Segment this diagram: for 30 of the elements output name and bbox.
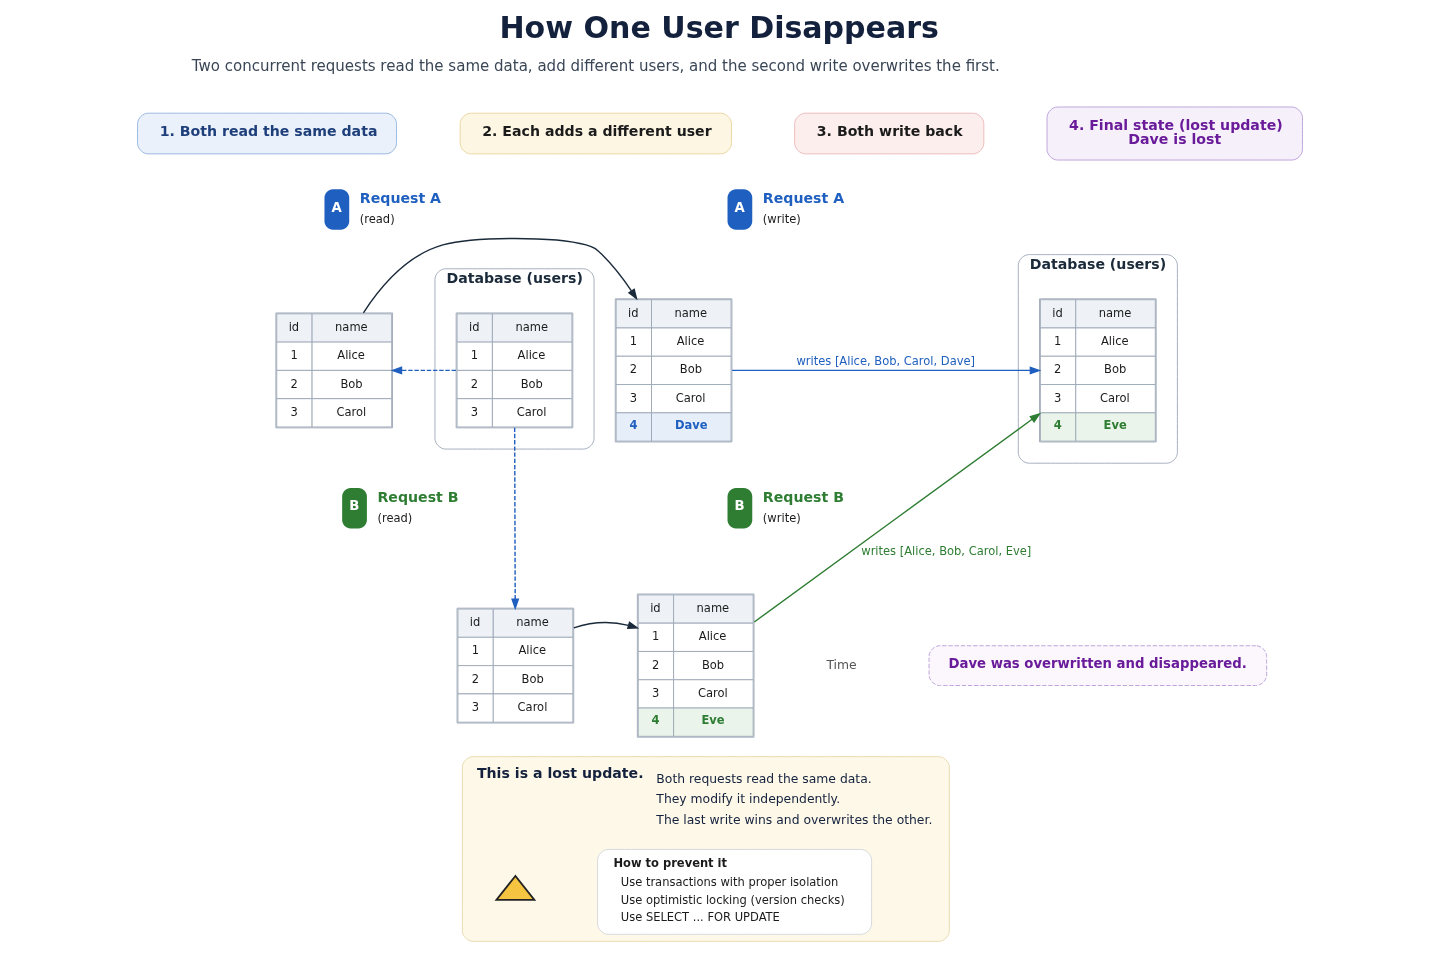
node-box: 1. Both read the same data (137, 112, 397, 155)
node-triangle (494, 874, 537, 901)
arrow (573, 621, 640, 630)
node-box: Dave was overwritten and disappeared. (928, 645, 1268, 686)
label: Time (826, 657, 857, 672)
edge-label: writes [Alice, Bob, Carol, Dave] (796, 353, 976, 368)
node-box: B (342, 487, 367, 529)
node-box: 2. Each adds a different user (459, 112, 732, 155)
node-label: (write) (762, 510, 801, 525)
label: Two concurrent requests read the same data, add different users, and the second write overwrites the first. (191, 56, 1000, 75)
arrow (362, 237, 638, 314)
node-box: A (727, 189, 753, 230)
node-label: (read) (359, 212, 395, 227)
diagram-title: How One User Disappears (499, 10, 939, 46)
node-box: A (324, 189, 350, 230)
edge-label: writes [Alice, Bob, Carol, Eve] (861, 543, 1032, 558)
arrow (753, 412, 1042, 623)
node-box: 3. Both write back (794, 112, 985, 155)
node-box: B (727, 487, 753, 529)
node-label: (read) (377, 510, 413, 525)
node-label: Request B (377, 488, 459, 505)
arrow (731, 366, 1042, 375)
node-label: Request B (762, 488, 844, 505)
arrow (390, 366, 457, 375)
node-box: 4. Final state (lost update) Dave is lost (1046, 106, 1303, 161)
node-box: How to prevent it Use transactions with proper isolation Use optimistic locking (version checks) Use SELECT ... FOR UPDATE (597, 849, 873, 935)
arrow (511, 427, 520, 611)
node-label: (write) (762, 212, 801, 227)
node-label: Request A (762, 190, 845, 207)
node-label: Request A (359, 190, 442, 207)
